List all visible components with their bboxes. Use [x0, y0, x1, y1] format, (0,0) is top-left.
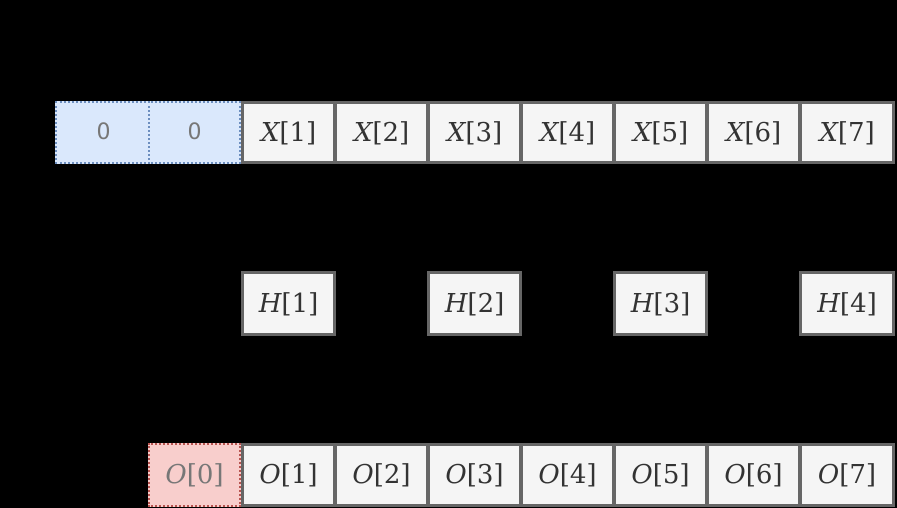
hidden-cell-h1: H[1] — [241, 271, 336, 336]
output-cell-o6: O[6] — [706, 443, 801, 507]
input-cell-x2: X[2] — [334, 101, 429, 164]
input-cell-x5: X[5] — [613, 101, 708, 164]
input-cell-x6: X[6] — [706, 101, 801, 164]
output-cell-o7: O[7] — [799, 443, 895, 507]
input-cell-x3: X[3] — [427, 101, 522, 164]
output-padding-o0: O[0] — [148, 443, 241, 507]
input-padding-zero-2: 0 — [148, 101, 241, 164]
hidden-cell-h3: H[3] — [613, 271, 708, 336]
output-cell-o2: O[2] — [334, 443, 429, 507]
output-cell-o1: O[1] — [241, 443, 336, 507]
hidden-cell-h2: H[2] — [427, 271, 522, 336]
output-cell-o4: O[4] — [520, 443, 615, 507]
output-cell-o5: O[5] — [613, 443, 708, 507]
output-cell-o3: O[3] — [427, 443, 522, 507]
input-cell-x1: X[1] — [241, 101, 336, 164]
input-cell-x4: X[4] — [520, 101, 615, 164]
input-cell-x7: X[7] — [799, 101, 895, 164]
hidden-cell-h4: H[4] — [799, 271, 895, 336]
input-padding-zero-1: 0 — [55, 101, 150, 164]
